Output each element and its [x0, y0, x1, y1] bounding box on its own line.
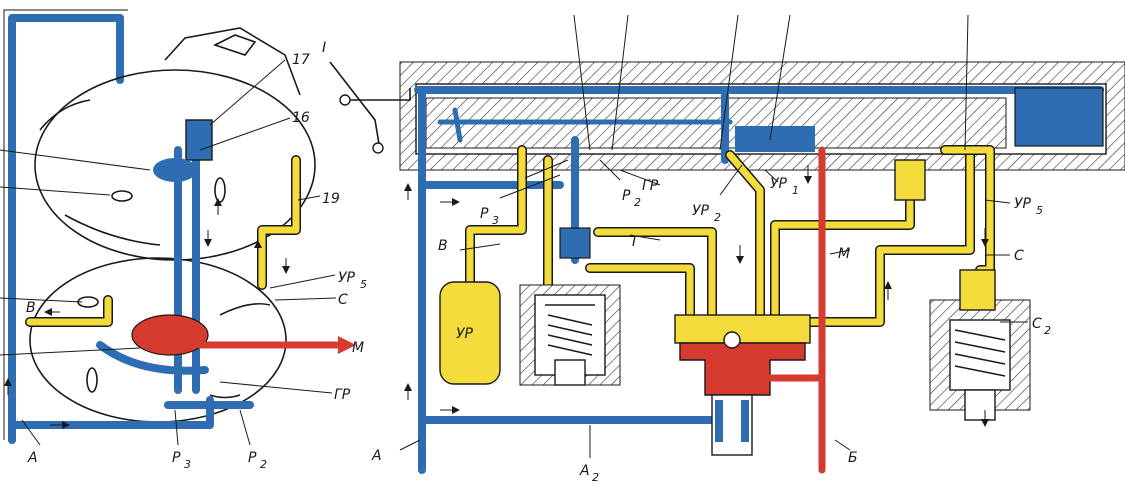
- label-b: Б: [848, 450, 858, 466]
- label-p3-left: Р: [172, 450, 181, 466]
- blue-pipe-a2: [418, 396, 734, 424]
- label-ur1: УР: [770, 176, 788, 192]
- label-p2-right-sub: 2: [634, 196, 641, 209]
- middle-blue-chamber: [735, 126, 815, 152]
- label-c2: С: [1032, 316, 1042, 332]
- label-m-left: М: [352, 340, 364, 356]
- label-gr-right: ГР: [642, 178, 659, 194]
- yellow-pipe-ur5: [786, 146, 974, 326]
- label-roman-i: I: [322, 40, 326, 56]
- label-v-right: В: [438, 238, 448, 254]
- label-ur5-right-sub: 5: [1036, 204, 1043, 217]
- right-blue-chamber: [1014, 87, 1104, 147]
- label-19: 19: [322, 191, 340, 207]
- label-a-left: А: [27, 450, 38, 466]
- label-p2-left: Р: [248, 450, 257, 466]
- label-c-right: С: [1014, 248, 1024, 264]
- label-17: 17: [292, 52, 310, 68]
- yellow-pipe-g: [586, 264, 694, 324]
- label-c2-sub: 2: [1044, 324, 1051, 337]
- label-ur5-right: УР: [1014, 196, 1032, 212]
- label-16: 16: [292, 110, 310, 126]
- central-valve-red: [679, 342, 806, 396]
- label-a2-sub: 2: [592, 471, 599, 484]
- label-gr-left: ГР: [334, 387, 351, 403]
- label-g: Г: [632, 234, 641, 250]
- label-ur5-left: УР: [338, 270, 356, 286]
- red-chamber: [131, 314, 209, 356]
- label-c-left: С: [338, 292, 348, 308]
- pipe-v-yellow: [26, 296, 112, 326]
- top-valve-blue: [185, 119, 213, 161]
- right-section-view: I Р 3 Р 2 ГР УР 2 УР 1 В Г М УР УР 5 С С…: [322, 14, 1125, 484]
- red-pipe-m-b: [756, 146, 826, 474]
- label-p3-right: Р: [480, 206, 489, 222]
- central-valve-yellow: [674, 314, 811, 344]
- label-p3-left-sub: 3: [184, 458, 191, 471]
- label-a2: А: [579, 463, 590, 479]
- label-p2-right: Р: [622, 188, 631, 204]
- label-ur2-sub: 2: [714, 211, 721, 224]
- left-blue-outer-pipe: [8, 14, 124, 444]
- label-ur5-left-sub: 5: [360, 278, 367, 291]
- label-p2-left-sub: 2: [260, 458, 267, 471]
- label-v-left: В: [26, 300, 36, 316]
- left-bottom-blue-pipe: [8, 396, 214, 444]
- label-ur-tank: УР: [456, 326, 474, 342]
- label-ur2: УР: [692, 203, 710, 219]
- label-a-right: А: [371, 448, 382, 464]
- valve-ur1: [894, 159, 926, 201]
- label-p3-right-sub: 3: [492, 214, 499, 227]
- reservoir-ur: [439, 281, 501, 385]
- pipe-19-yellow: [258, 156, 300, 289]
- upper-housing: [164, 27, 301, 96]
- label-ur1-sub: 1: [792, 184, 799, 197]
- yellow-pipe-ur1: [771, 186, 914, 324]
- valve-c2-head: [959, 269, 996, 311]
- lower-blue-arc: [96, 341, 209, 375]
- leader-lines: [573, 14, 969, 151]
- yellow-pipe-ur2: [726, 151, 764, 324]
- upper-blue-port: [153, 158, 197, 182]
- label-m-right: М: [838, 246, 850, 262]
- lever-i: [329, 61, 411, 151]
- left-exploded-view: 17 16 19 УР 5 С В М ГР А Р 3 Р 2: [0, 9, 367, 471]
